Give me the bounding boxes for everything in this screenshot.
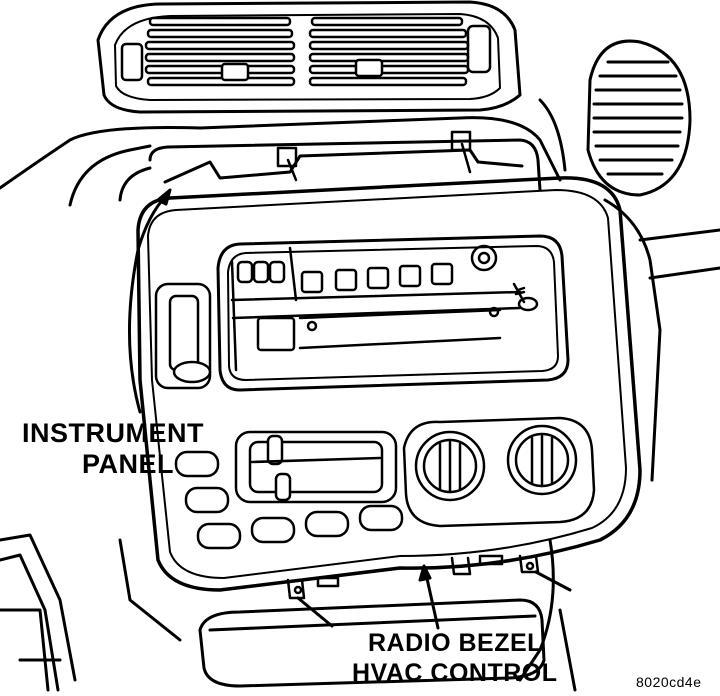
figure-code: 8020cd4e — [636, 674, 702, 690]
screw-icon — [512, 282, 539, 312]
panel-label: PANEL — [82, 449, 175, 479]
lower-pocket — [198, 598, 546, 688]
radio-cavity — [148, 130, 542, 192]
hvac-knobs — [402, 416, 596, 528]
hvac-slider-window — [234, 430, 398, 504]
bezel-tabs — [286, 554, 540, 600]
instrument-label: INSTRUMENT — [22, 418, 204, 448]
radio-bezel-label: RADIO BEZEL — [368, 629, 543, 657]
hvac-buttons — [174, 450, 404, 550]
side-vent — [586, 39, 692, 197]
radio-face — [230, 244, 522, 372]
right-vent-louvers — [308, 16, 470, 87]
left-vent-louvers — [144, 16, 296, 87]
upper-vent-housing — [96, 0, 522, 114]
radio-bezel-leader — [296, 564, 572, 630]
hvac-control-label: HVAC CONTROL — [352, 659, 558, 687]
instrument-panel-outline — [0, 98, 720, 692]
radio-bezel-hvac — [136, 176, 642, 600]
left-slider-box — [154, 282, 212, 390]
instrument-panel-leader — [127, 188, 172, 414]
